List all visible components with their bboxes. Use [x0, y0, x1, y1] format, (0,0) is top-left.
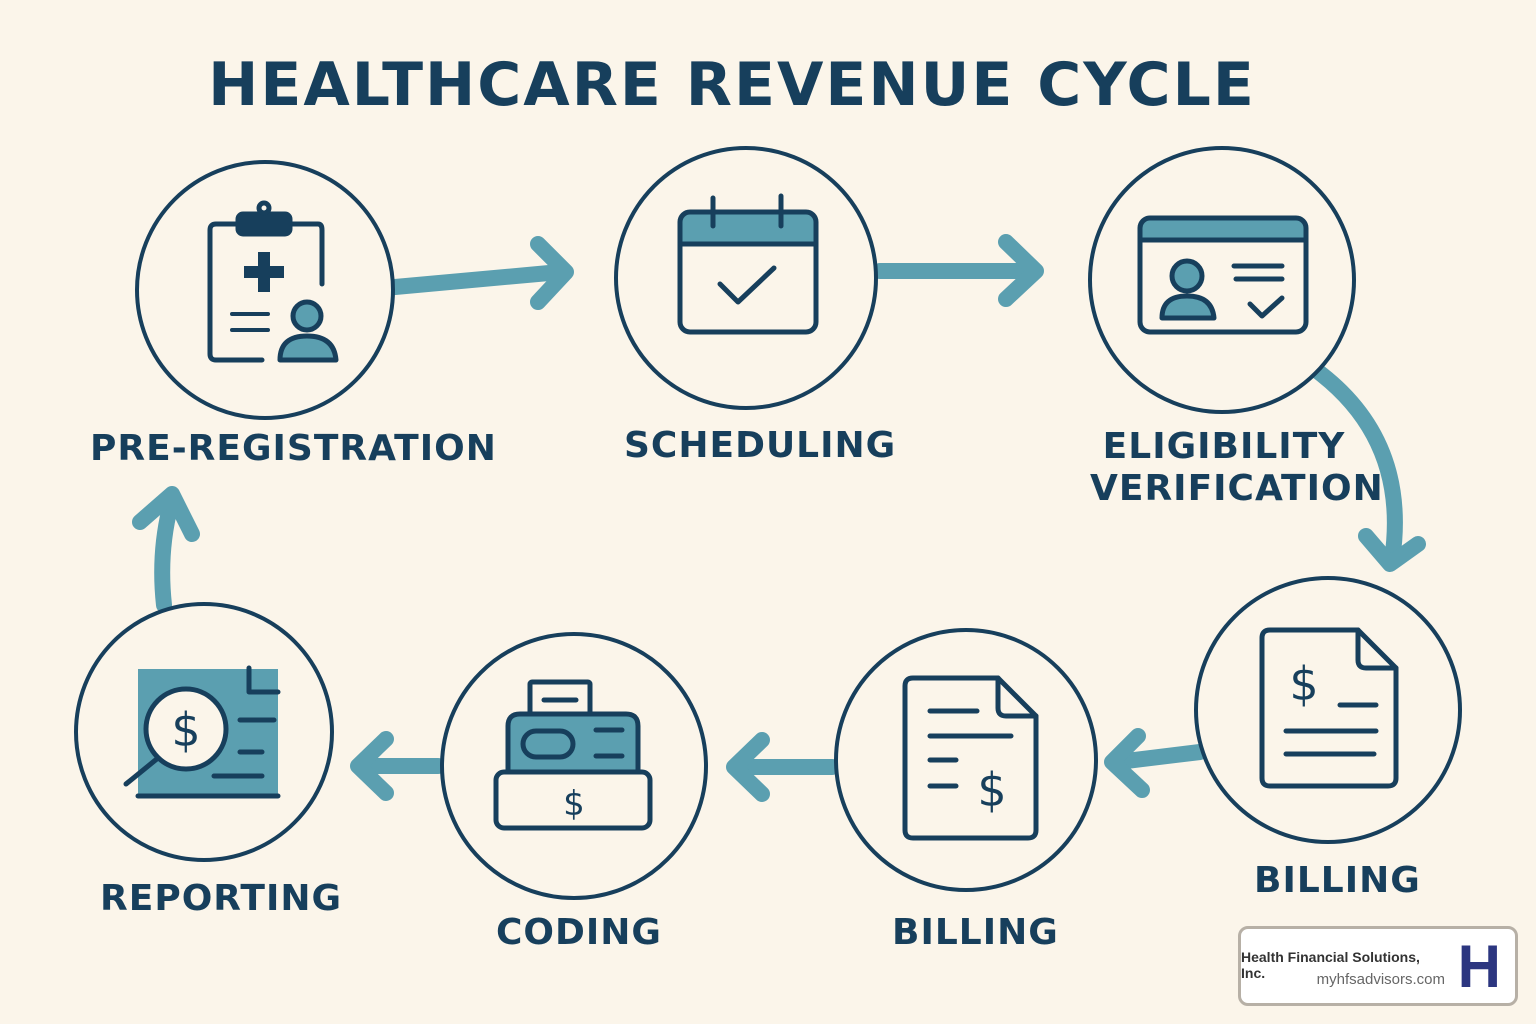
label-eligibility-line1: ELIGIBILITY: [1102, 426, 1346, 467]
label-preregistration: PRE-REGISTRATION: [90, 428, 497, 469]
step-eligibility-verification: [1088, 146, 1356, 414]
clipboard-patient-icon: [207, 200, 339, 363]
id-card-check-icon: [1137, 215, 1309, 335]
svg-text:$: $: [1289, 657, 1318, 711]
invoice-dollar-icon: $: [1259, 627, 1399, 789]
svg-text:$: $: [171, 703, 200, 757]
arrow-eligibility-to-billing: [1308, 362, 1426, 572]
step-scheduling: [614, 146, 878, 410]
brand-logo-icon: H: [1457, 933, 1501, 1000]
svg-text:$: $: [977, 763, 1006, 817]
brand-company-name: Health Financial Solutions, Inc.: [1241, 949, 1420, 981]
brand-url: myhfsadvisors.com: [1316, 971, 1445, 988]
brand-badge: Health Financial Solutions, Inc. myhfsad…: [1238, 926, 1518, 1006]
label-scheduling: SCHEDULING: [624, 425, 897, 466]
arrow-billing-to-coding: [726, 732, 840, 802]
arrow-reporting-to-preregistration: [132, 486, 200, 613]
label-reporting: REPORTING: [100, 878, 343, 919]
svg-text:$: $: [563, 784, 585, 824]
label-eligibility-line2: VERIFICATION: [1090, 468, 1384, 509]
arrow-billing-to-billing: [1104, 728, 1208, 798]
step-coding: $: [440, 632, 708, 900]
label-coding: CODING: [496, 912, 662, 953]
arrow-coding-to-reporting: [350, 731, 446, 801]
financial-report-search-icon: $: [123, 665, 281, 799]
step-preregistration: [135, 160, 395, 420]
document-dollar-icon: $: [902, 675, 1039, 841]
step-reporting: $: [74, 602, 334, 862]
page-title: HEALTHCARE REVENUE CYCLE: [208, 50, 1256, 120]
calendar-check-icon: [677, 193, 819, 335]
label-eligibility: ELIGIBILITY VERIFICATION: [1090, 426, 1384, 510]
label-billing-document: BILLING: [892, 912, 1059, 953]
label-billing-invoice: BILLING: [1254, 860, 1421, 901]
arrow-preregistration-to-scheduling: [387, 236, 574, 310]
cash-register-icon: $: [493, 679, 653, 831]
step-billing-document: $: [834, 628, 1098, 892]
arrow-scheduling-to-eligibility: [872, 234, 1044, 307]
step-billing-invoice: $: [1194, 576, 1462, 844]
